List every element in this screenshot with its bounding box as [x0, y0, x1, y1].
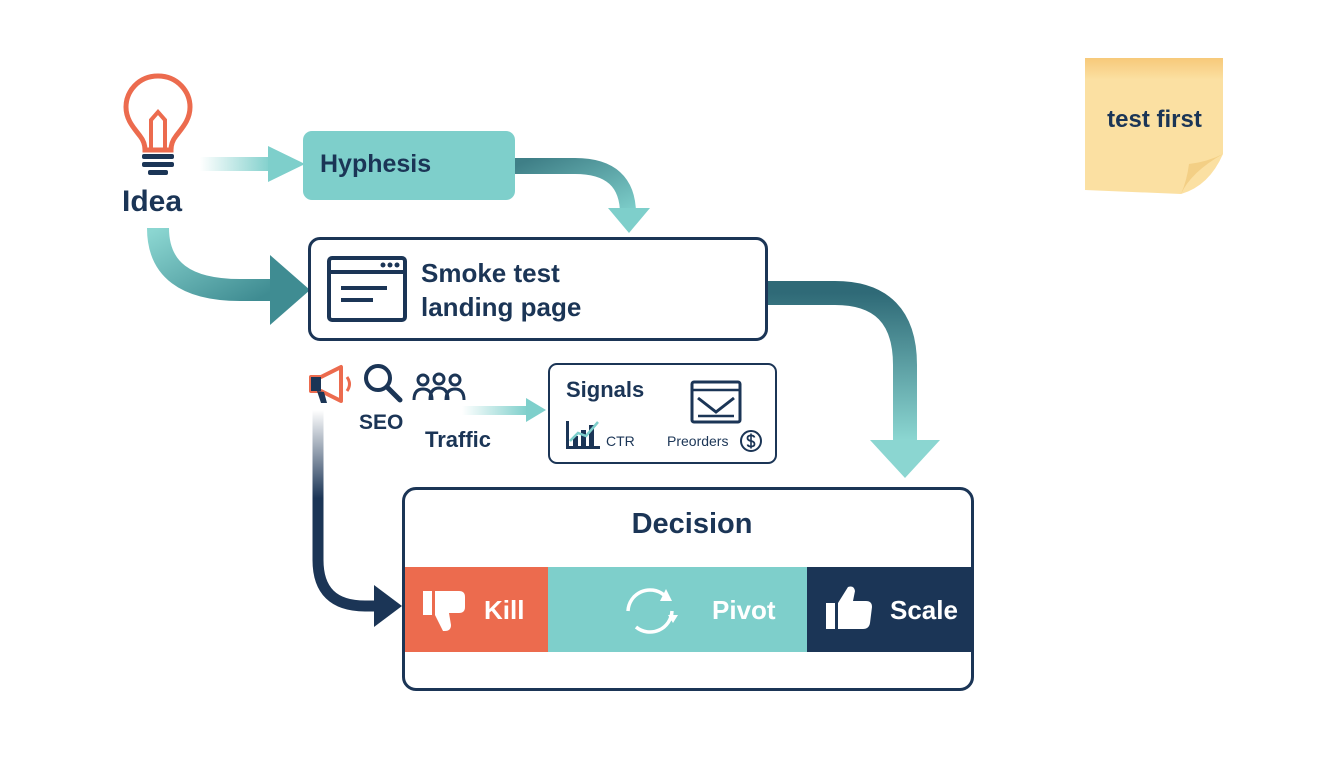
sticky-note: [1085, 58, 1223, 194]
thumbs-down-icon: [423, 591, 465, 631]
hypothesis-box: [303, 131, 515, 200]
arrow-smoke-test-to-decision: [768, 281, 940, 478]
magnifier-icon: [364, 364, 403, 403]
people-icon: [412, 372, 466, 401]
signals-title: Signals: [566, 377, 645, 402]
idea-label: Idea: [122, 185, 183, 218]
pivot-label: Pivot: [712, 595, 776, 625]
rotate-arrows-icon: [626, 588, 678, 634]
lightbulb-icon: [123, 73, 193, 175]
megaphone-icon: [309, 365, 351, 403]
envelope-icon: [690, 380, 742, 424]
scale-label: Scale: [890, 595, 958, 625]
traffic-label: Traffic: [425, 427, 492, 452]
arrow-hypothesis-to-smoke-test: [515, 158, 650, 233]
kill-label: Kill: [484, 595, 525, 625]
smoke-test-title: Smoke test: [421, 258, 560, 288]
arrow-to-kill: [312, 410, 402, 627]
seo-label: SEO: [359, 411, 404, 434]
arrow-idea-to-smoke-test: [147, 227, 310, 325]
preorders-label: Preorders: [667, 433, 729, 449]
arrow-idea-to-hypothesis: [200, 146, 305, 182]
sticky-note-text: test first: [1107, 106, 1202, 133]
ctr-label: CTR: [606, 433, 635, 449]
smoke-test-subtitle: landing page: [421, 292, 582, 322]
dollar-coin-icon: [740, 430, 762, 452]
thumbs-up-icon: [826, 586, 872, 629]
hypothesis-label: Hyphesis: [320, 150, 432, 178]
bar-chart-icon: [566, 421, 600, 449]
pivot-option: [548, 567, 807, 652]
arrow-traffic-to-signals: [462, 398, 546, 422]
decision-title: Decision: [631, 508, 753, 540]
browser-window-icon: [327, 256, 407, 322]
